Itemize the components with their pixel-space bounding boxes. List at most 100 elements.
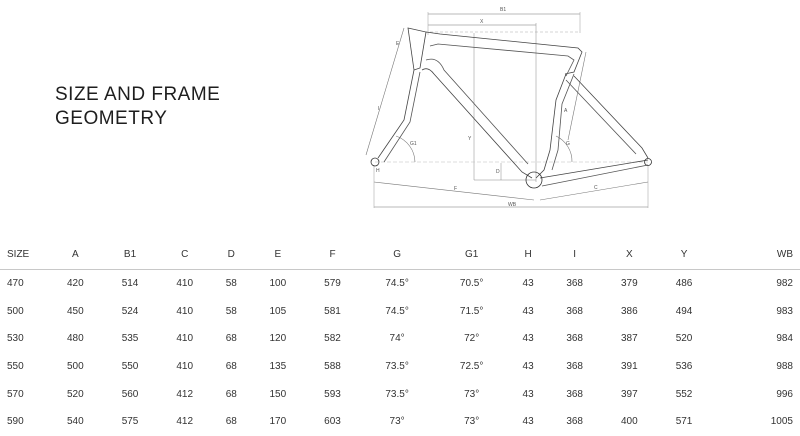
cell: 58	[225, 278, 237, 290]
cell: 105	[269, 305, 287, 317]
svg-text:D: D	[496, 169, 500, 175]
cell: 379	[621, 278, 638, 290]
page-title-line-2: GEOMETRY	[55, 108, 168, 129]
cell: 70.5°	[459, 278, 484, 290]
svg-text:A: A	[564, 108, 568, 114]
cell: 420	[67, 278, 84, 290]
svg-text:X: X	[480, 19, 484, 25]
col-a: A	[48, 240, 103, 270]
cell: 470	[7, 278, 24, 290]
cell: 43	[522, 361, 534, 373]
cell: 550	[7, 361, 24, 373]
cell: 68	[225, 416, 237, 428]
cell: 500	[7, 305, 24, 317]
svg-text:WB: WB	[508, 202, 517, 208]
cell: 43	[522, 278, 534, 290]
cell: 514	[121, 278, 139, 290]
cell: 571	[675, 416, 693, 428]
cell: 397	[621, 388, 638, 400]
cell: 68	[225, 388, 237, 400]
cell: 480	[67, 333, 84, 345]
cell: 58	[225, 305, 237, 317]
cell: 530	[7, 333, 24, 345]
cell: 68	[225, 361, 237, 373]
cell: 500	[67, 361, 84, 373]
table-header-row: SIZE A B1 C D E F G G1 H I X Y WB	[0, 240, 800, 270]
col-d: D	[212, 240, 251, 270]
cell: 73°	[389, 416, 405, 428]
cell: 74.5°	[385, 278, 409, 290]
col-y: Y	[656, 240, 712, 270]
geometry-table: SIZE A B1 C D E F G G1 H I X Y WB 470 420…	[0, 240, 800, 436]
svg-text:E: E	[396, 41, 400, 47]
cell: 588	[324, 361, 341, 373]
cell: 593	[324, 388, 341, 400]
cell: 590	[7, 416, 24, 428]
cell: 387	[621, 333, 638, 345]
svg-text:Y: Y	[468, 136, 472, 142]
col-i: I	[547, 240, 602, 270]
cell: 982	[776, 278, 793, 290]
page-title: SIZE AND FRAME GEOMETRY	[55, 83, 220, 131]
cell: 120	[269, 333, 287, 345]
col-e: E	[250, 240, 306, 270]
cell: 410	[176, 361, 194, 373]
col-h: H	[508, 240, 548, 270]
svg-text:H: H	[376, 168, 380, 174]
cell: 368	[566, 278, 583, 290]
col-wb: WB	[711, 240, 800, 270]
cell: 391	[621, 361, 638, 373]
cell: 552	[675, 388, 693, 400]
cell: 410	[176, 278, 194, 290]
cell: 536	[675, 361, 693, 373]
cell: 400	[621, 416, 638, 428]
cell: 450	[67, 305, 84, 317]
cell: 73.5°	[385, 388, 409, 400]
frame-geometry-diagram: B1 X E I G1 Y D H F WB C A G	[365, 7, 652, 208]
cell: 579	[324, 278, 341, 290]
svg-text:I: I	[378, 106, 379, 112]
cell: 582	[324, 333, 341, 345]
cell: 100	[269, 278, 287, 290]
cell: 535	[121, 333, 139, 345]
page-title-line-1: SIZE AND FRAME	[55, 84, 221, 105]
col-x: X	[602, 240, 657, 270]
cell: 996	[776, 388, 793, 400]
cell: 494	[675, 305, 693, 317]
svg-text:G: G	[566, 141, 570, 147]
cell: 560	[121, 388, 139, 400]
col-size: SIZE	[0, 240, 48, 270]
cell: 984	[776, 333, 793, 345]
cell: 368	[566, 305, 583, 317]
cell: 368	[566, 416, 583, 428]
cell: 74.5°	[385, 305, 409, 317]
cell: 983	[776, 305, 793, 317]
cell: 43	[522, 305, 534, 317]
cell: 603	[324, 416, 341, 428]
cell: 550	[121, 361, 139, 373]
cell: 368	[566, 388, 583, 400]
cell: 410	[176, 305, 194, 317]
cell: 43	[522, 416, 534, 428]
svg-text:C: C	[594, 185, 598, 191]
cell: 73.5°	[385, 361, 409, 373]
svg-text:G1: G1	[410, 141, 417, 147]
col-g1: G1	[434, 240, 509, 270]
cell: 410	[176, 333, 194, 345]
cell: 73°	[464, 388, 480, 400]
cell: 520	[675, 333, 693, 345]
col-g: G	[359, 240, 435, 270]
cell: 581	[324, 305, 341, 317]
cell: 486	[675, 278, 693, 290]
cell: 368	[566, 333, 583, 345]
svg-text:F: F	[454, 186, 457, 192]
cell: 412	[176, 416, 194, 428]
cell: 72°	[464, 333, 480, 345]
cell: 540	[67, 416, 84, 428]
cell: 570	[7, 388, 24, 400]
cell: 43	[522, 388, 534, 400]
